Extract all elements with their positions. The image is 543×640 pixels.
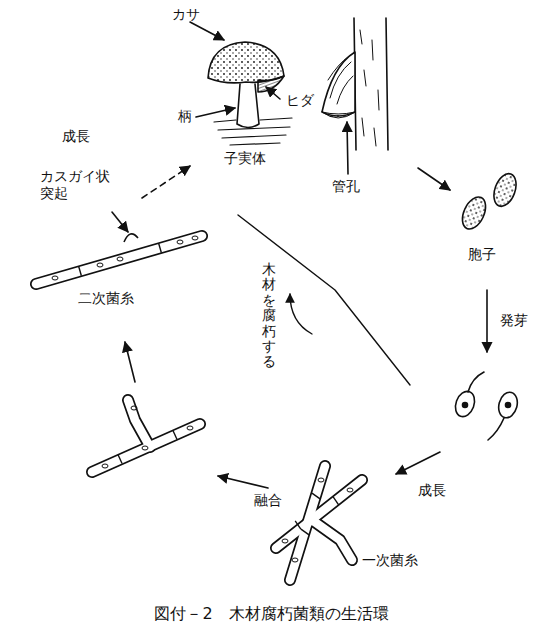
growth-label: 成長 xyxy=(418,482,446,499)
pore-label: 管孔 xyxy=(332,178,360,195)
spore-label: 胞子 xyxy=(468,246,496,263)
cap-label: カサ xyxy=(172,6,200,23)
fusion-label: 融合 xyxy=(254,492,282,509)
figure-caption: 図付－2 木材腐朽菌類の生活環 xyxy=(0,604,543,625)
secondary-hypha-label: 二次菌糸 xyxy=(78,290,134,307)
wood-decay-label: 木材を腐朽する xyxy=(262,262,276,370)
germination-label: 発芽 xyxy=(500,312,528,329)
clamp-connection-label: カスガイ状 突起 xyxy=(40,168,114,202)
primary-hypha-label: 一次菌糸 xyxy=(362,552,418,569)
fruit-body-label: 子実体 xyxy=(224,150,266,167)
growth-label: 成長 xyxy=(62,128,90,145)
stem-label: 柄 xyxy=(178,108,192,125)
gill-label: ヒダ xyxy=(286,92,314,109)
